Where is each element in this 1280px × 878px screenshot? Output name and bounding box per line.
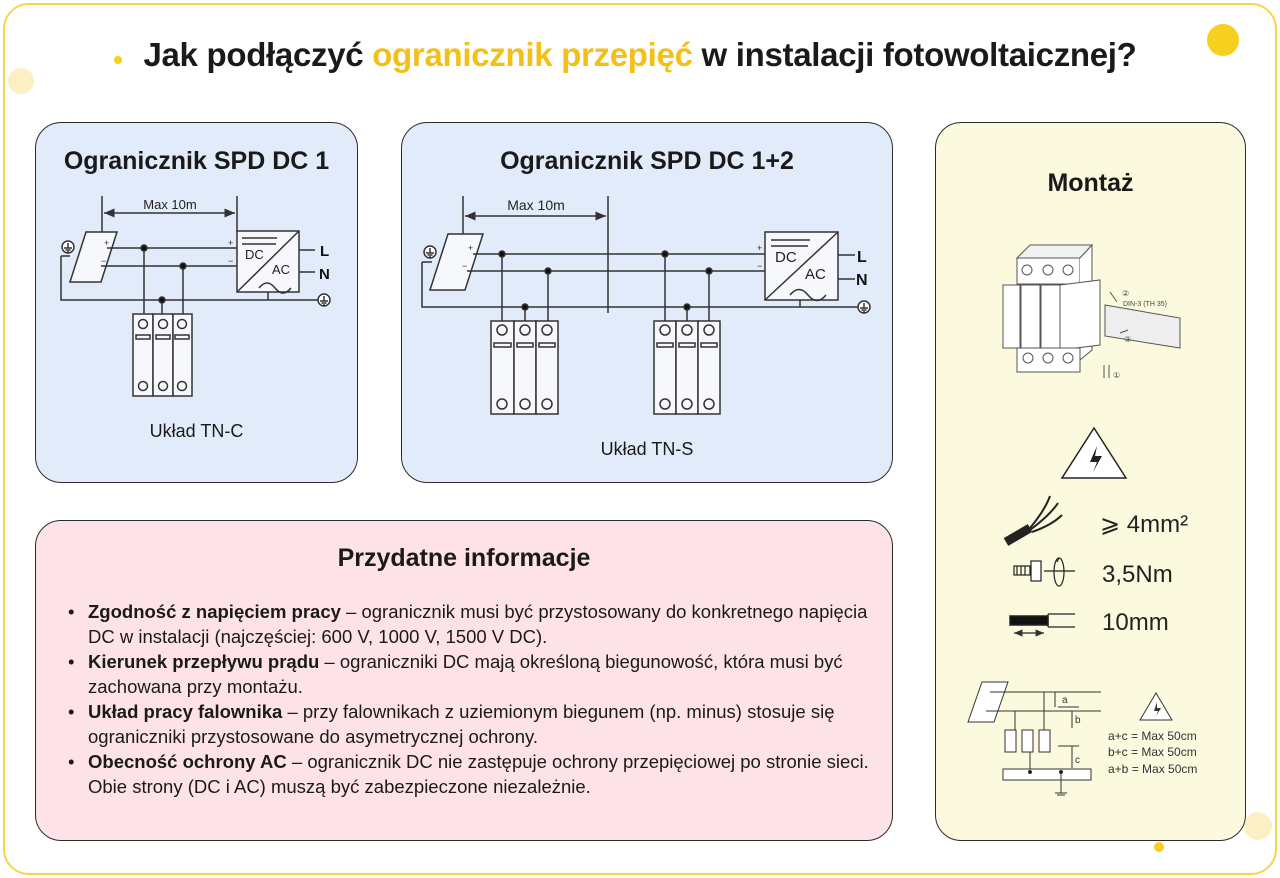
page-frame <box>3 3 1277 875</box>
spd-dc1-title: Ogranicznik SPD DC 1 <box>63 147 330 175</box>
info-panel: Przydatne informacje Zgodność z napięcie… <box>35 520 893 841</box>
spd-dc12-title: Ogranicznik SPD DC 1+2 <box>500 147 794 175</box>
info-item: Układ pracy falownika – przy falownikach… <box>68 699 878 749</box>
decor-circle <box>1154 842 1164 852</box>
montaz-panel: Montaż <box>935 122 1246 841</box>
info-item: Kierunek przepływu prądu – ograniczniki … <box>68 649 878 699</box>
strip-length-text: 10mm <box>1102 609 1169 636</box>
torque-text: 3,5Nm <box>1102 561 1173 588</box>
spd-dc12-panel: Ogranicznik SPD DC 1+2 Układ TN-S <box>401 122 893 483</box>
spd-dc12-caption: Układ TN-S <box>600 439 694 459</box>
spd-dc1-caption: Układ TN-C <box>149 421 244 441</box>
montaz-title: Montaż <box>1047 169 1134 197</box>
cable-size-text: ⩾ 4mm² <box>1100 511 1189 538</box>
page-title: Jak podłączyć ogranicznik przepięć w ins… <box>143 36 1137 73</box>
info-title: Przydatne informacje <box>337 544 591 572</box>
decor-circle <box>1244 812 1272 840</box>
info-list: Zgodność z napięciem pracy – ogranicznik… <box>68 599 878 799</box>
decor-dot <box>114 56 122 64</box>
decor-circle <box>1207 24 1239 56</box>
info-item: Zgodność z napięciem pracy – ogranicznik… <box>68 599 878 649</box>
spd-dc1-panel: Ogranicznik SPD DC 1 Układ TN-C <box>35 122 358 483</box>
decor-circle <box>8 68 34 94</box>
info-item: Obecność ochrony AC – ogranicznik DC nie… <box>68 749 878 799</box>
